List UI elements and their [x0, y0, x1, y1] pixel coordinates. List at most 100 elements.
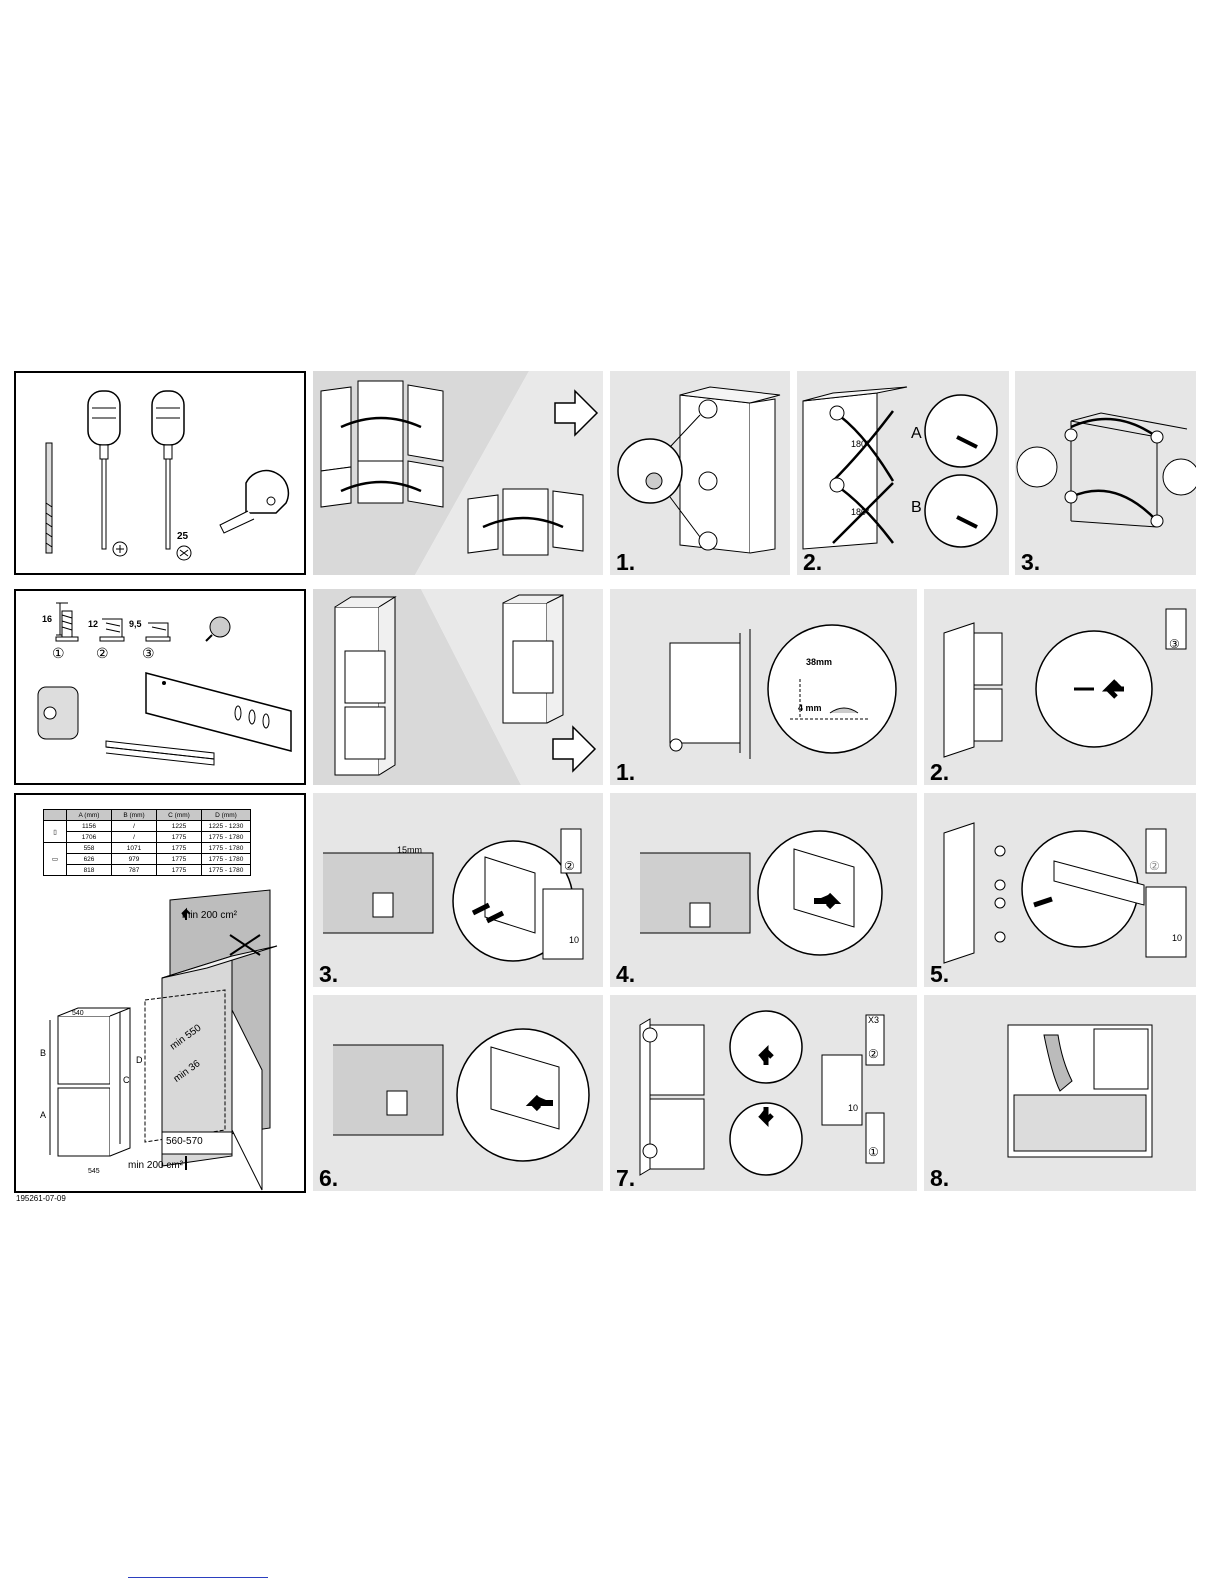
variant-b-label: B — [911, 499, 922, 516]
table-cell: 1775 — [156, 864, 202, 876]
step-panel-r1-2: 180° 180° A B 2. — [797, 371, 1009, 575]
dim-d-label: D — [136, 1055, 143, 1065]
table-cell: 979 — [111, 853, 157, 865]
step-panel-r4-8: 8. — [924, 995, 1196, 1191]
step-panel-r4-6: 6. — [313, 995, 603, 1191]
vent-top-label: min 200 cm² — [182, 910, 238, 921]
screw-9-5-icon — [145, 622, 171, 642]
step-panel-r2-2: ③ 2. — [924, 589, 1196, 785]
table-cell: 1775 - 1780 — [201, 842, 251, 854]
combi-appliance-icon: ▭ — [43, 842, 67, 876]
dim-540-label: 540 — [72, 1010, 84, 1017]
single-appliance-icon: ▯ — [43, 820, 67, 843]
screw-ref-2: ② — [564, 859, 575, 873]
table-cell: / — [111, 820, 157, 832]
hinge-block-icon — [37, 686, 79, 740]
step-number: 3. — [1021, 549, 1041, 575]
next-arrow-icon — [554, 389, 599, 437]
table-header: C (mm) — [156, 809, 202, 821]
table-cell: 626 — [66, 853, 112, 865]
table-cell: 1156 — [66, 820, 112, 832]
table-cell: / — [111, 831, 157, 843]
table-header-row: A (mm) B (mm) C (mm) D (mm) — [43, 809, 251, 821]
table-header: D (mm) — [201, 809, 251, 821]
table-cell: 1706 — [66, 831, 112, 843]
cover-cap-icon — [205, 616, 231, 642]
quantity-x3: X3 — [868, 1015, 880, 1025]
depth-10: 10 — [848, 1103, 859, 1113]
dim-b-label: B — [40, 1048, 47, 1058]
step-panel-r3-5: ② 10 5. — [924, 793, 1196, 987]
table-cell: 818 — [66, 864, 112, 876]
table-row: 1706 / 1775 1775 - 1780 — [44, 831, 251, 843]
tools-illustration — [45, 390, 290, 561]
step-number: 1. — [616, 759, 636, 785]
table-row: ▭ 558 1071 1775 1775 - 1780 — [43, 842, 251, 876]
step-panel-r2-1: 38mm 4 mm 1. — [610, 589, 917, 785]
step-panel-r4-7: X3 ② ① 10 7. — [610, 995, 917, 1191]
dim-a-label: A — [40, 1110, 47, 1120]
vent-bottom-label: min 200 cm² — [128, 1160, 184, 1171]
screw-length-12: 12 — [88, 619, 99, 629]
screw-marker-3: ③ — [142, 645, 155, 661]
table-cell: 1775 — [156, 853, 202, 865]
step-panel-r3-4: 4. — [610, 793, 917, 987]
table-row: 818 787 1775 1775 - 1780 — [44, 864, 251, 876]
torx-size-label: 25 — [177, 531, 189, 542]
table-header — [43, 809, 67, 821]
table-row: ▯ 1156 / 1225 1225 - 1230 — [43, 820, 251, 843]
table-header: A (mm) — [66, 809, 112, 821]
table-cell: 787 — [111, 864, 157, 876]
tape-measure-icon — [219, 469, 290, 534]
step-panel-r3-3: 15mm ② 10 3. — [313, 793, 603, 987]
step-number: 7. — [616, 1165, 636, 1191]
parts-panel: 16 12 9,5 ① ② ③ — [14, 589, 306, 785]
niche-install-overview — [313, 589, 603, 785]
next-arrow-icon — [552, 725, 597, 773]
footer-link-underline — [128, 1577, 268, 1578]
step-panel-r1-1: 1. — [610, 371, 790, 575]
width-range-label: 560-570 — [166, 1136, 203, 1147]
cross-screwdriver-icon — [87, 390, 128, 557]
variant-a-label: A — [911, 425, 922, 442]
screw-ref-3: ③ — [1169, 637, 1180, 651]
seal-strip-icon — [105, 740, 215, 766]
tools-panel: 25 — [14, 371, 306, 575]
table-cell: 1225 - 1230 — [201, 820, 251, 832]
screw-12-icon — [99, 618, 125, 642]
step-number: 3. — [319, 961, 339, 987]
step-panel-r1-3: 3. — [1015, 371, 1196, 575]
step-number: 2. — [930, 759, 950, 785]
screw-ref-2: ② — [1149, 859, 1160, 873]
table-cell: 558 — [66, 842, 112, 854]
step-number: 5. — [930, 961, 950, 987]
dim-c-label: C — [123, 1075, 130, 1085]
table-cell: 1775 — [156, 842, 202, 854]
measure-38mm: 38mm — [806, 657, 833, 667]
drill-bit-icon — [45, 442, 53, 554]
step-number: 1. — [616, 549, 636, 575]
table-cell: 1775 - 1780 — [201, 864, 251, 876]
table-row: 626 979 1775 1775 - 1780 — [44, 853, 251, 865]
angle-label-top: 180° — [851, 439, 870, 449]
step-number: 4. — [616, 961, 636, 987]
table-cell: 1071 — [111, 842, 157, 854]
angle-label-bottom: 180° — [851, 507, 870, 517]
step-number: 8. — [930, 1165, 950, 1191]
screw-marker-2: ② — [96, 645, 109, 661]
depth-10: 10 — [569, 935, 580, 945]
depth-10: 10 — [1172, 933, 1183, 943]
table-header: B (mm) — [111, 809, 157, 821]
table-cell: 1775 - 1780 — [201, 831, 251, 843]
screw-marker-1: ① — [52, 645, 65, 661]
screw-16-icon — [55, 602, 79, 642]
screw-length-9-5: 9,5 — [129, 619, 142, 629]
parts-illustration — [37, 602, 292, 766]
torx-screwdriver-icon — [151, 390, 192, 561]
document-code: 195261-07-09 — [16, 1194, 66, 1203]
table-cell: 1775 — [156, 831, 202, 843]
screw-length-16: 16 — [42, 614, 53, 624]
table-cell: 1775 - 1780 — [201, 853, 251, 865]
door-reversal-overview — [313, 371, 603, 575]
step-number: 6. — [319, 1165, 339, 1191]
